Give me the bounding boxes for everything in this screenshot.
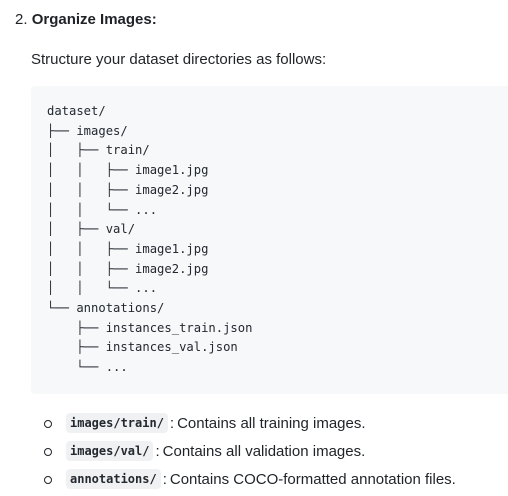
description-text: Contains all training images. [177,415,366,432]
code-line: └── annotations/ [47,301,165,316]
list-item: images/val/:Contains all validation imag… [40,440,456,468]
code-line: │ │ └── ... [47,202,158,217]
code-line: ├── images/ [47,123,128,138]
code-line: └── ... [47,360,128,375]
step-title: Organize Images: [31,11,157,28]
code-content: dataset/ ├── images/ │ ├── train/ │ │ ├── i… [47,102,508,378]
hollow-bullet-icon [44,448,52,456]
list-item: annotations/:Contains COCO-formatted ann… [40,468,456,496]
step-heading: 2. Organize Images: [15,9,157,31]
directory-description-list: images/train/:Contains all training imag… [40,412,456,496]
description-text: Contains all validation images. [162,443,366,460]
code-line: │ │ ├── image2.jpg [47,182,209,197]
code-line: ├── instances_val.json [47,340,238,355]
step-number: 2. [15,11,28,28]
separator: : [169,415,175,432]
code-line: │ │ ├── image1.jpg [47,163,209,178]
code-line: dataset/ [47,104,106,118]
separator: : [155,443,160,460]
code-line: │ │ ├── image1.jpg [47,241,209,256]
directory-tree-code-block: dataset/ ├── images/ │ ├── train/ │ │ ├── i… [31,86,508,394]
code-line: │ ├── val/ [47,222,136,237]
code-line: │ │ └── ... [47,281,158,296]
code-line: ├── instances_train.json [47,320,253,335]
inline-code-path: images/train/ [66,413,168,433]
code-line: │ │ ├── image2.jpg [47,261,209,276]
inline-code-path: annotations/ [66,469,161,489]
hollow-bullet-icon [44,476,52,484]
intro-text: Structure your dataset directories as fo… [31,51,327,68]
list-item: images/train/:Contains all training imag… [40,412,456,440]
hollow-bullet-icon [44,420,52,428]
description-text: Contains COCO-formatted annotation files… [169,471,456,488]
code-line: │ ├── train/ [47,143,150,158]
inline-code-path: images/val/ [66,441,154,461]
separator: : [162,471,167,488]
